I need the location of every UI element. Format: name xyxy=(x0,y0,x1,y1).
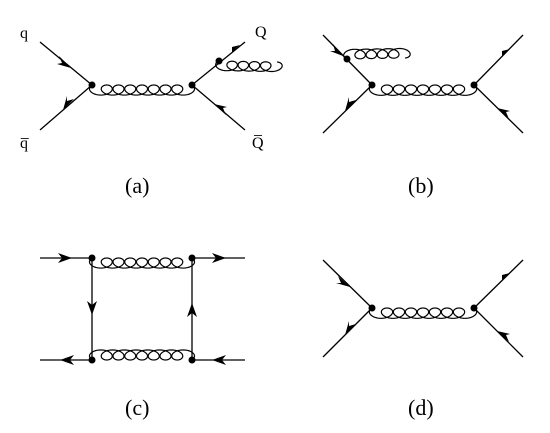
antiquark-line xyxy=(322,84,373,134)
caption-b: (b) xyxy=(408,173,434,198)
antiquark-line xyxy=(39,84,93,131)
arrow-icon xyxy=(187,303,197,317)
vertex-dot xyxy=(470,304,478,312)
arrow-icon xyxy=(345,321,356,335)
arrow-icon xyxy=(497,108,510,119)
diagram-c: (c) xyxy=(40,253,245,420)
arrow-icon xyxy=(212,355,226,365)
caption-c: (c) xyxy=(125,395,149,420)
arrow-icon xyxy=(58,253,72,263)
gluon-line-s-channel xyxy=(368,84,478,96)
vertex-dot xyxy=(88,81,96,89)
arrow-icon xyxy=(87,301,97,315)
arrow-icon xyxy=(214,104,227,115)
vertex-dot xyxy=(88,254,96,262)
arrow-icon xyxy=(345,97,356,111)
arrow-icon xyxy=(212,253,226,263)
heavy-quark-line xyxy=(473,259,524,309)
vertex-dot xyxy=(188,81,196,89)
diagram-b: (b) xyxy=(322,34,524,198)
arrow-icon xyxy=(498,273,510,284)
label-Qbar: Q̅ xyxy=(252,134,264,152)
heavy-antiquark-line xyxy=(473,307,524,358)
vertex-dot xyxy=(368,304,376,312)
arrow-icon xyxy=(57,56,71,68)
vertex-dot xyxy=(188,356,196,364)
arrow-icon xyxy=(497,331,510,342)
arrow-icon xyxy=(330,44,343,56)
vertex-dot xyxy=(188,254,196,262)
gluon-line-s-channel xyxy=(368,307,478,319)
arrow-icon xyxy=(60,355,74,365)
gluon-line-top xyxy=(88,257,196,269)
gluon-line-radiated xyxy=(215,60,283,73)
gluon-line-s-channel xyxy=(88,84,196,96)
arrow-icon xyxy=(63,96,74,110)
gluon-line-radiated xyxy=(343,47,411,60)
label-q: q xyxy=(20,25,28,42)
caption-d: (d) xyxy=(408,395,434,420)
heavy-quark-line xyxy=(473,34,524,86)
diagram-d: (d) xyxy=(322,259,524,420)
arrow-icon xyxy=(228,45,240,56)
label-qbar: q̅ xyxy=(20,135,30,152)
vertex-dot xyxy=(343,55,351,63)
vertex-dot xyxy=(215,57,223,65)
gluon-line-bottom xyxy=(88,349,196,361)
vertex-dot xyxy=(470,81,478,89)
arrow-icon xyxy=(336,276,350,287)
quark-line-incoming xyxy=(322,259,373,309)
diagram-a: q q̅ Q Q̅ (a) xyxy=(20,24,283,198)
vertex-dot xyxy=(368,81,376,89)
label-Q: Q xyxy=(255,24,267,41)
caption-a: (a) xyxy=(125,173,149,198)
vertex-dot xyxy=(88,356,96,364)
arrow-icon xyxy=(498,49,510,60)
